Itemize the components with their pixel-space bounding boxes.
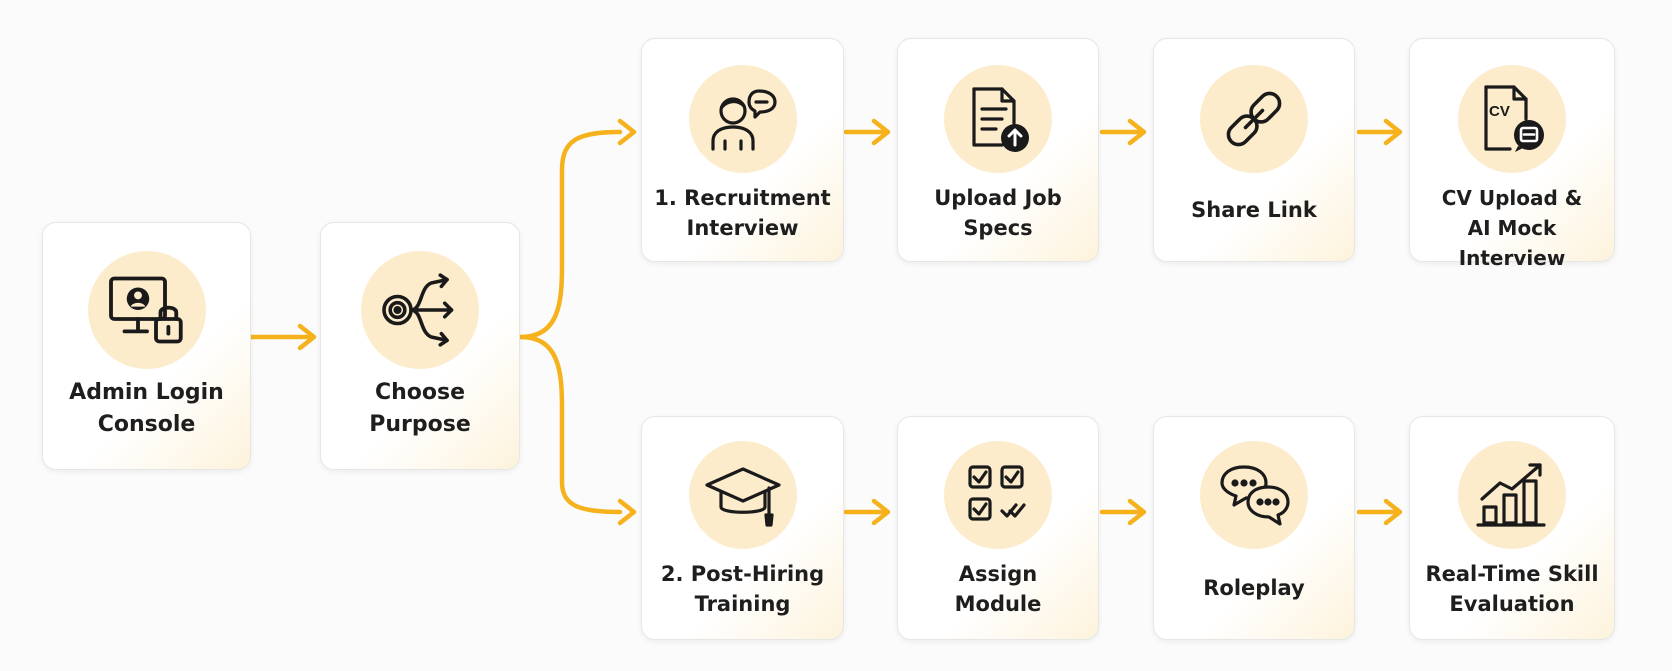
node-label: Share Link: [1191, 198, 1317, 222]
chain-link-icon: [1226, 91, 1282, 147]
icon-disc: [944, 441, 1052, 549]
cv-document-chat-icon: CV: [1484, 85, 1544, 152]
bar-chart-growth-icon: [1476, 463, 1546, 527]
node-real-time-skill-evaluation: Real-Time Skill Evaluation: [1409, 416, 1615, 640]
icon-disc: CV: [1458, 65, 1566, 173]
node-label: 2. Post-Hiring Training: [660, 562, 825, 616]
node-admin-login-console: Admin Login Console: [42, 222, 251, 470]
node-label: Admin Login Console: [69, 380, 224, 437]
node-label: 1. Recruitment Interview: [654, 186, 831, 240]
node-label: Assign Module: [954, 562, 1042, 616]
icon-disc: [1458, 441, 1566, 549]
arrow-training-to-assign: [843, 498, 891, 526]
node-label: CV Upload & AI Mock Interview: [1441, 186, 1583, 270]
icon-disc: [361, 251, 479, 369]
arrow-assign-to-roleplay: [1099, 498, 1147, 526]
node-label: Roleplay: [1203, 576, 1305, 600]
arrow-upload-to-share: [1099, 118, 1147, 146]
icon-disc: [944, 65, 1052, 173]
arrow-share-to-cv: [1356, 118, 1403, 146]
node-assign-module: Assign Module: [897, 416, 1099, 640]
icon-disc: [1200, 441, 1308, 549]
graduation-cap-icon: [704, 467, 781, 527]
icon-disc: [688, 441, 797, 549]
icon-disc: [1200, 65, 1308, 173]
branch-to-recruitment: [518, 118, 637, 340]
arrow-roleplay-to-eval: [1356, 498, 1403, 526]
node-label: Choose Purpose: [369, 380, 471, 437]
node-cv-upload-ai-mock-interview: CV CV Upload & AI Mock Interview: [1409, 38, 1615, 270]
monitor-user-lock-icon: [108, 276, 183, 344]
icon-disc: [87, 251, 206, 369]
chat-bubbles-icon: [1220, 465, 1290, 526]
arrow-admin-to-purpose: [249, 323, 317, 351]
node-label: Upload Job Specs: [934, 186, 1062, 240]
cv-icon-text: CV: [1489, 103, 1510, 120]
person-speech-bubble-icon: [710, 89, 777, 151]
icon-disc: [688, 65, 797, 173]
node-post-hiring-training: 2. Post-Hiring Training: [641, 416, 844, 640]
branch-to-training: [518, 334, 637, 526]
node-label: Real-Time Skill Evaluation: [1425, 562, 1599, 616]
checklist-icon: [968, 465, 1026, 521]
target-branching-arrows-icon: [382, 273, 454, 347]
document-upload-icon: [972, 87, 1029, 152]
node-recruitment-interview: 1. Recruitment Interview: [641, 38, 844, 262]
node-choose-purpose: Choose Purpose: [320, 222, 520, 470]
node-share-link: Share Link: [1153, 38, 1355, 262]
node-roleplay: Roleplay: [1153, 416, 1355, 640]
arrow-recruit-to-upload: [843, 118, 891, 146]
node-upload-job-specs: Upload Job Specs: [897, 38, 1099, 262]
